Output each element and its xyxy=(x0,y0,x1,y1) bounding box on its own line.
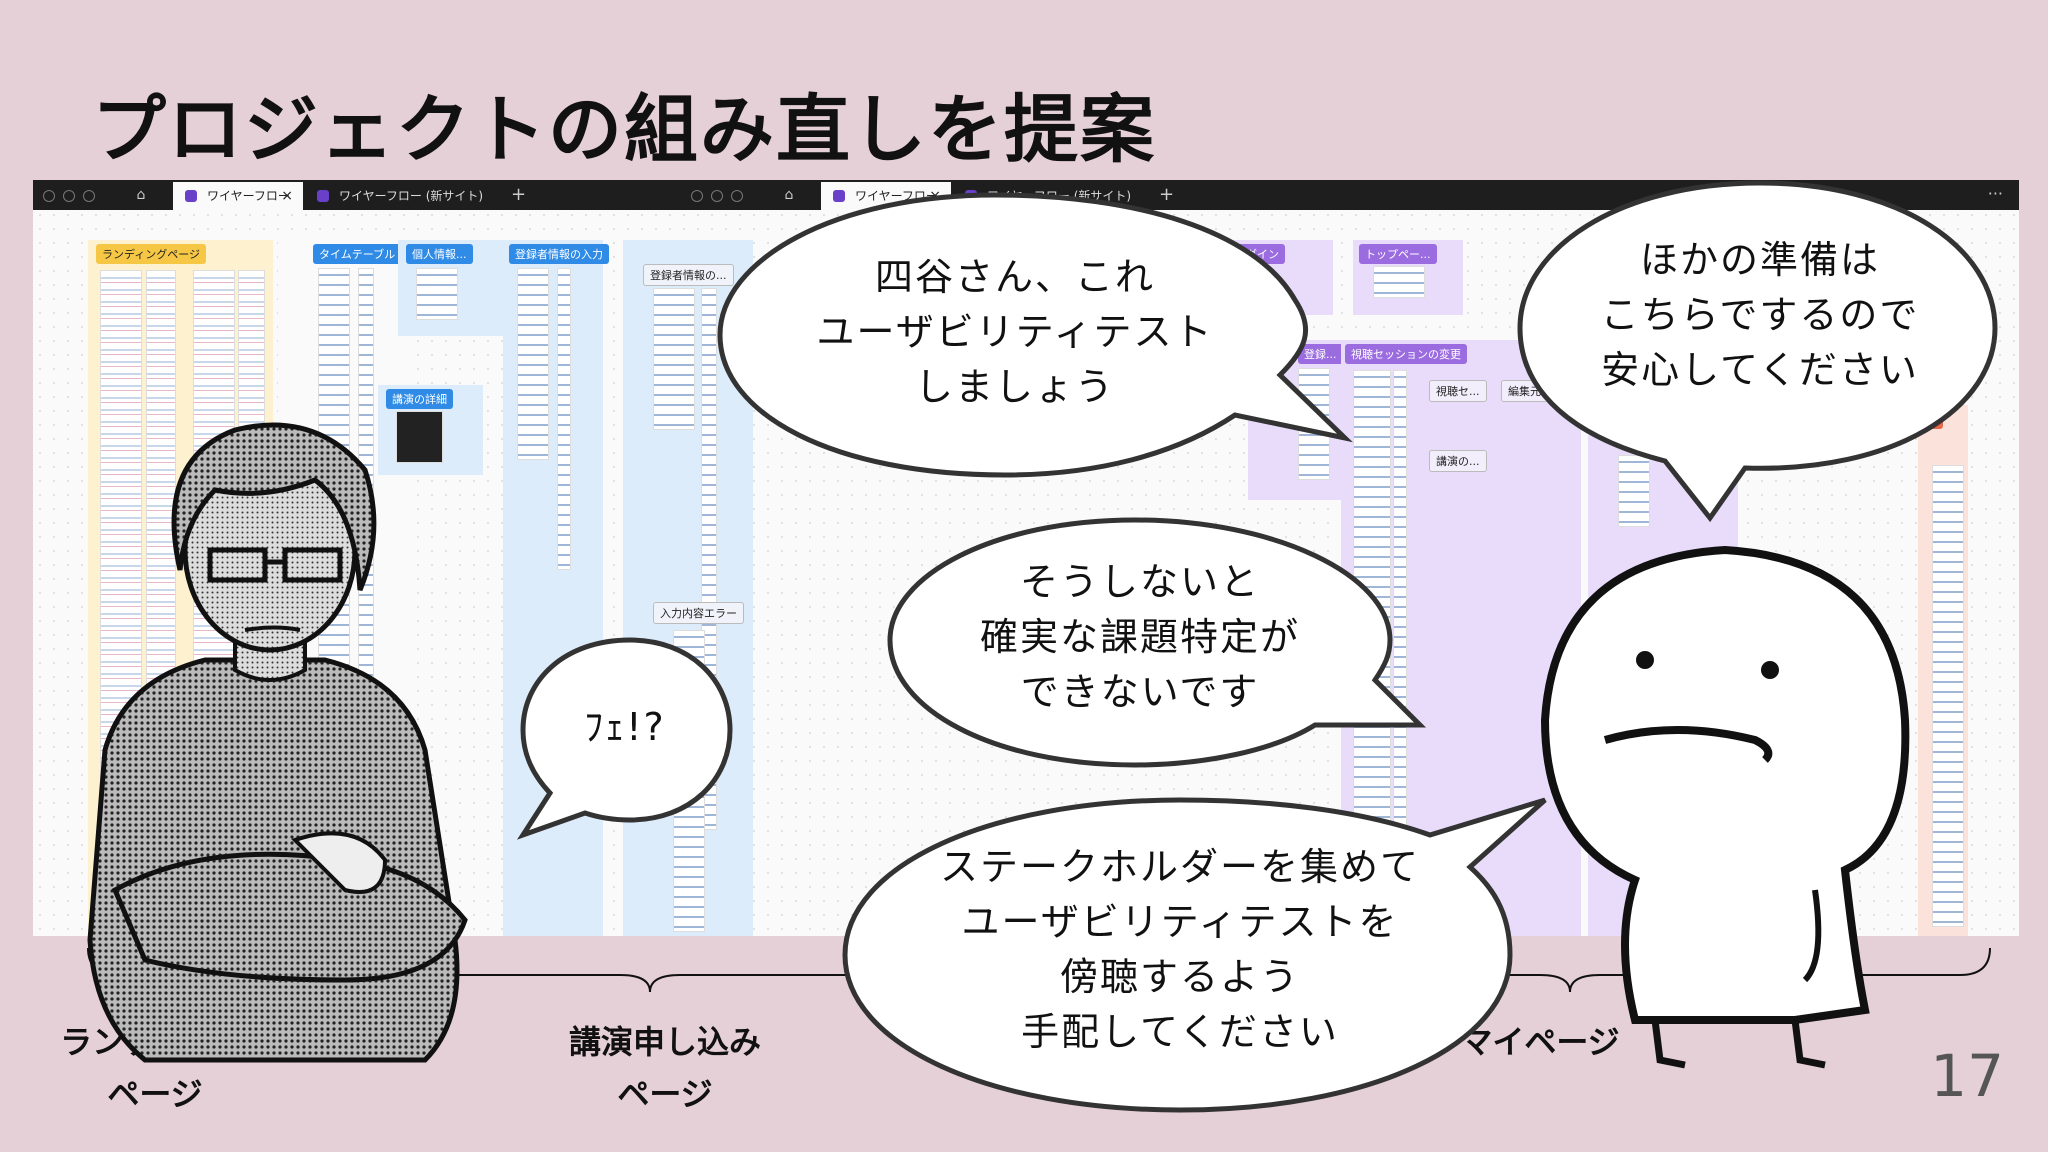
new-tab-icon[interactable]: + xyxy=(1159,184,1175,205)
section-tag: タイムテーブル xyxy=(313,244,402,264)
bubble-text: ほかの準備は こちらでするので 安心してください xyxy=(1600,238,1920,392)
section-tag: 登録者情報の... xyxy=(643,264,734,286)
close-icon[interactable]: × xyxy=(281,188,293,204)
worried-blob-figure xyxy=(1540,545,1910,1069)
figma-file-icon xyxy=(317,190,329,202)
figma-file-icon xyxy=(185,190,197,202)
speech-bubble-reaction: ﾌｪ!? xyxy=(515,635,735,845)
bubble-text: そうしないと 確実な課題特定が できないです xyxy=(979,560,1300,714)
speech-bubble-reason: そうしないと 確実な課題特定が できないです xyxy=(885,515,1427,775)
new-tab-icon[interactable]: + xyxy=(511,184,527,205)
brace-label-mypage: マイページ xyxy=(1460,1023,1620,1061)
wireframe xyxy=(1393,370,1407,932)
wireframe xyxy=(1932,465,1964,927)
window-controls[interactable] xyxy=(691,190,743,202)
section-tag: 登録者情報の入力 xyxy=(509,244,609,264)
section-lecture-detail: 講演の詳細 xyxy=(378,385,483,475)
section-tag: 入力内容エラー xyxy=(653,602,744,624)
wireframe xyxy=(557,268,571,570)
wireframe xyxy=(517,268,549,460)
wireframe xyxy=(396,411,443,463)
tab-label: ワイヤーフロー xyxy=(207,189,290,203)
tab-label: ワイヤーフロー (新サイト) xyxy=(339,189,484,203)
bubble-shape xyxy=(516,637,733,840)
section-tag: トップペー... xyxy=(1359,244,1437,264)
section-toppage: トップペー... xyxy=(1353,240,1463,315)
bubble-shape xyxy=(1517,180,1998,523)
wireframe xyxy=(1618,455,1650,527)
figma-file-icon xyxy=(833,190,845,202)
home-icon[interactable]: ⌂ xyxy=(784,187,794,203)
speech-bubble-preparation: ほかの準備は こちらでするので 安心してください xyxy=(1515,178,2005,528)
tab-wireflow[interactable]: ワイヤーフロー × xyxy=(173,182,303,210)
section-tag: 講演の詳細 xyxy=(386,389,453,409)
page-number: 17 xyxy=(1930,1042,2004,1110)
bubble-shape xyxy=(887,517,1427,768)
brace-label-apply: 講演申し込み ページ xyxy=(568,1023,761,1113)
window-controls[interactable] xyxy=(43,190,95,202)
bubble-text: ﾌｪ!? xyxy=(584,705,666,749)
slide-title: プロジェクトの組み直しを提案 xyxy=(92,87,1156,173)
bubble-text: 四谷さん、これ ユーザビリティテスト しましょう xyxy=(816,255,1214,409)
section-personal: 個人情報... xyxy=(398,240,508,336)
wireframe xyxy=(1373,266,1425,298)
section-tag: 視聴セ... xyxy=(1429,380,1487,402)
bubble-shape xyxy=(717,192,1353,478)
bubble-shape xyxy=(842,797,1547,1113)
section-registrant-input: 登録者情報の入力 xyxy=(503,240,609,936)
section-tag: ランディングページ xyxy=(96,244,207,264)
home-icon[interactable]: ⌂ xyxy=(136,187,146,203)
speech-bubble-stakeholders: ステークホルダーを集めて ユーザビリティテストを 傍聴するよう 手配してください xyxy=(840,795,1560,1115)
wireframe xyxy=(416,268,458,320)
section-tag: 個人情報... xyxy=(406,244,473,264)
section-tag: 講演の... xyxy=(1429,450,1487,472)
bubble-text: ステークホルダーを集めて ユーザビリティテストを 傍聴するよう 手配してください xyxy=(939,845,1420,1054)
man-crossed-arms-figure xyxy=(87,422,468,1063)
tab-wireflow-new-site[interactable]: ワイヤーフロー (新サイト) xyxy=(305,182,495,210)
wireframe xyxy=(653,288,695,430)
more-menu-icon[interactable]: ··· xyxy=(1987,184,2003,203)
section-tag: 視聴セッションの変更 xyxy=(1345,344,1467,364)
section-tag: 登録... xyxy=(1298,344,1343,364)
speech-bubble-yotsuya: 四谷さん、これ ユーザビリティテスト しましょう xyxy=(715,190,1355,490)
